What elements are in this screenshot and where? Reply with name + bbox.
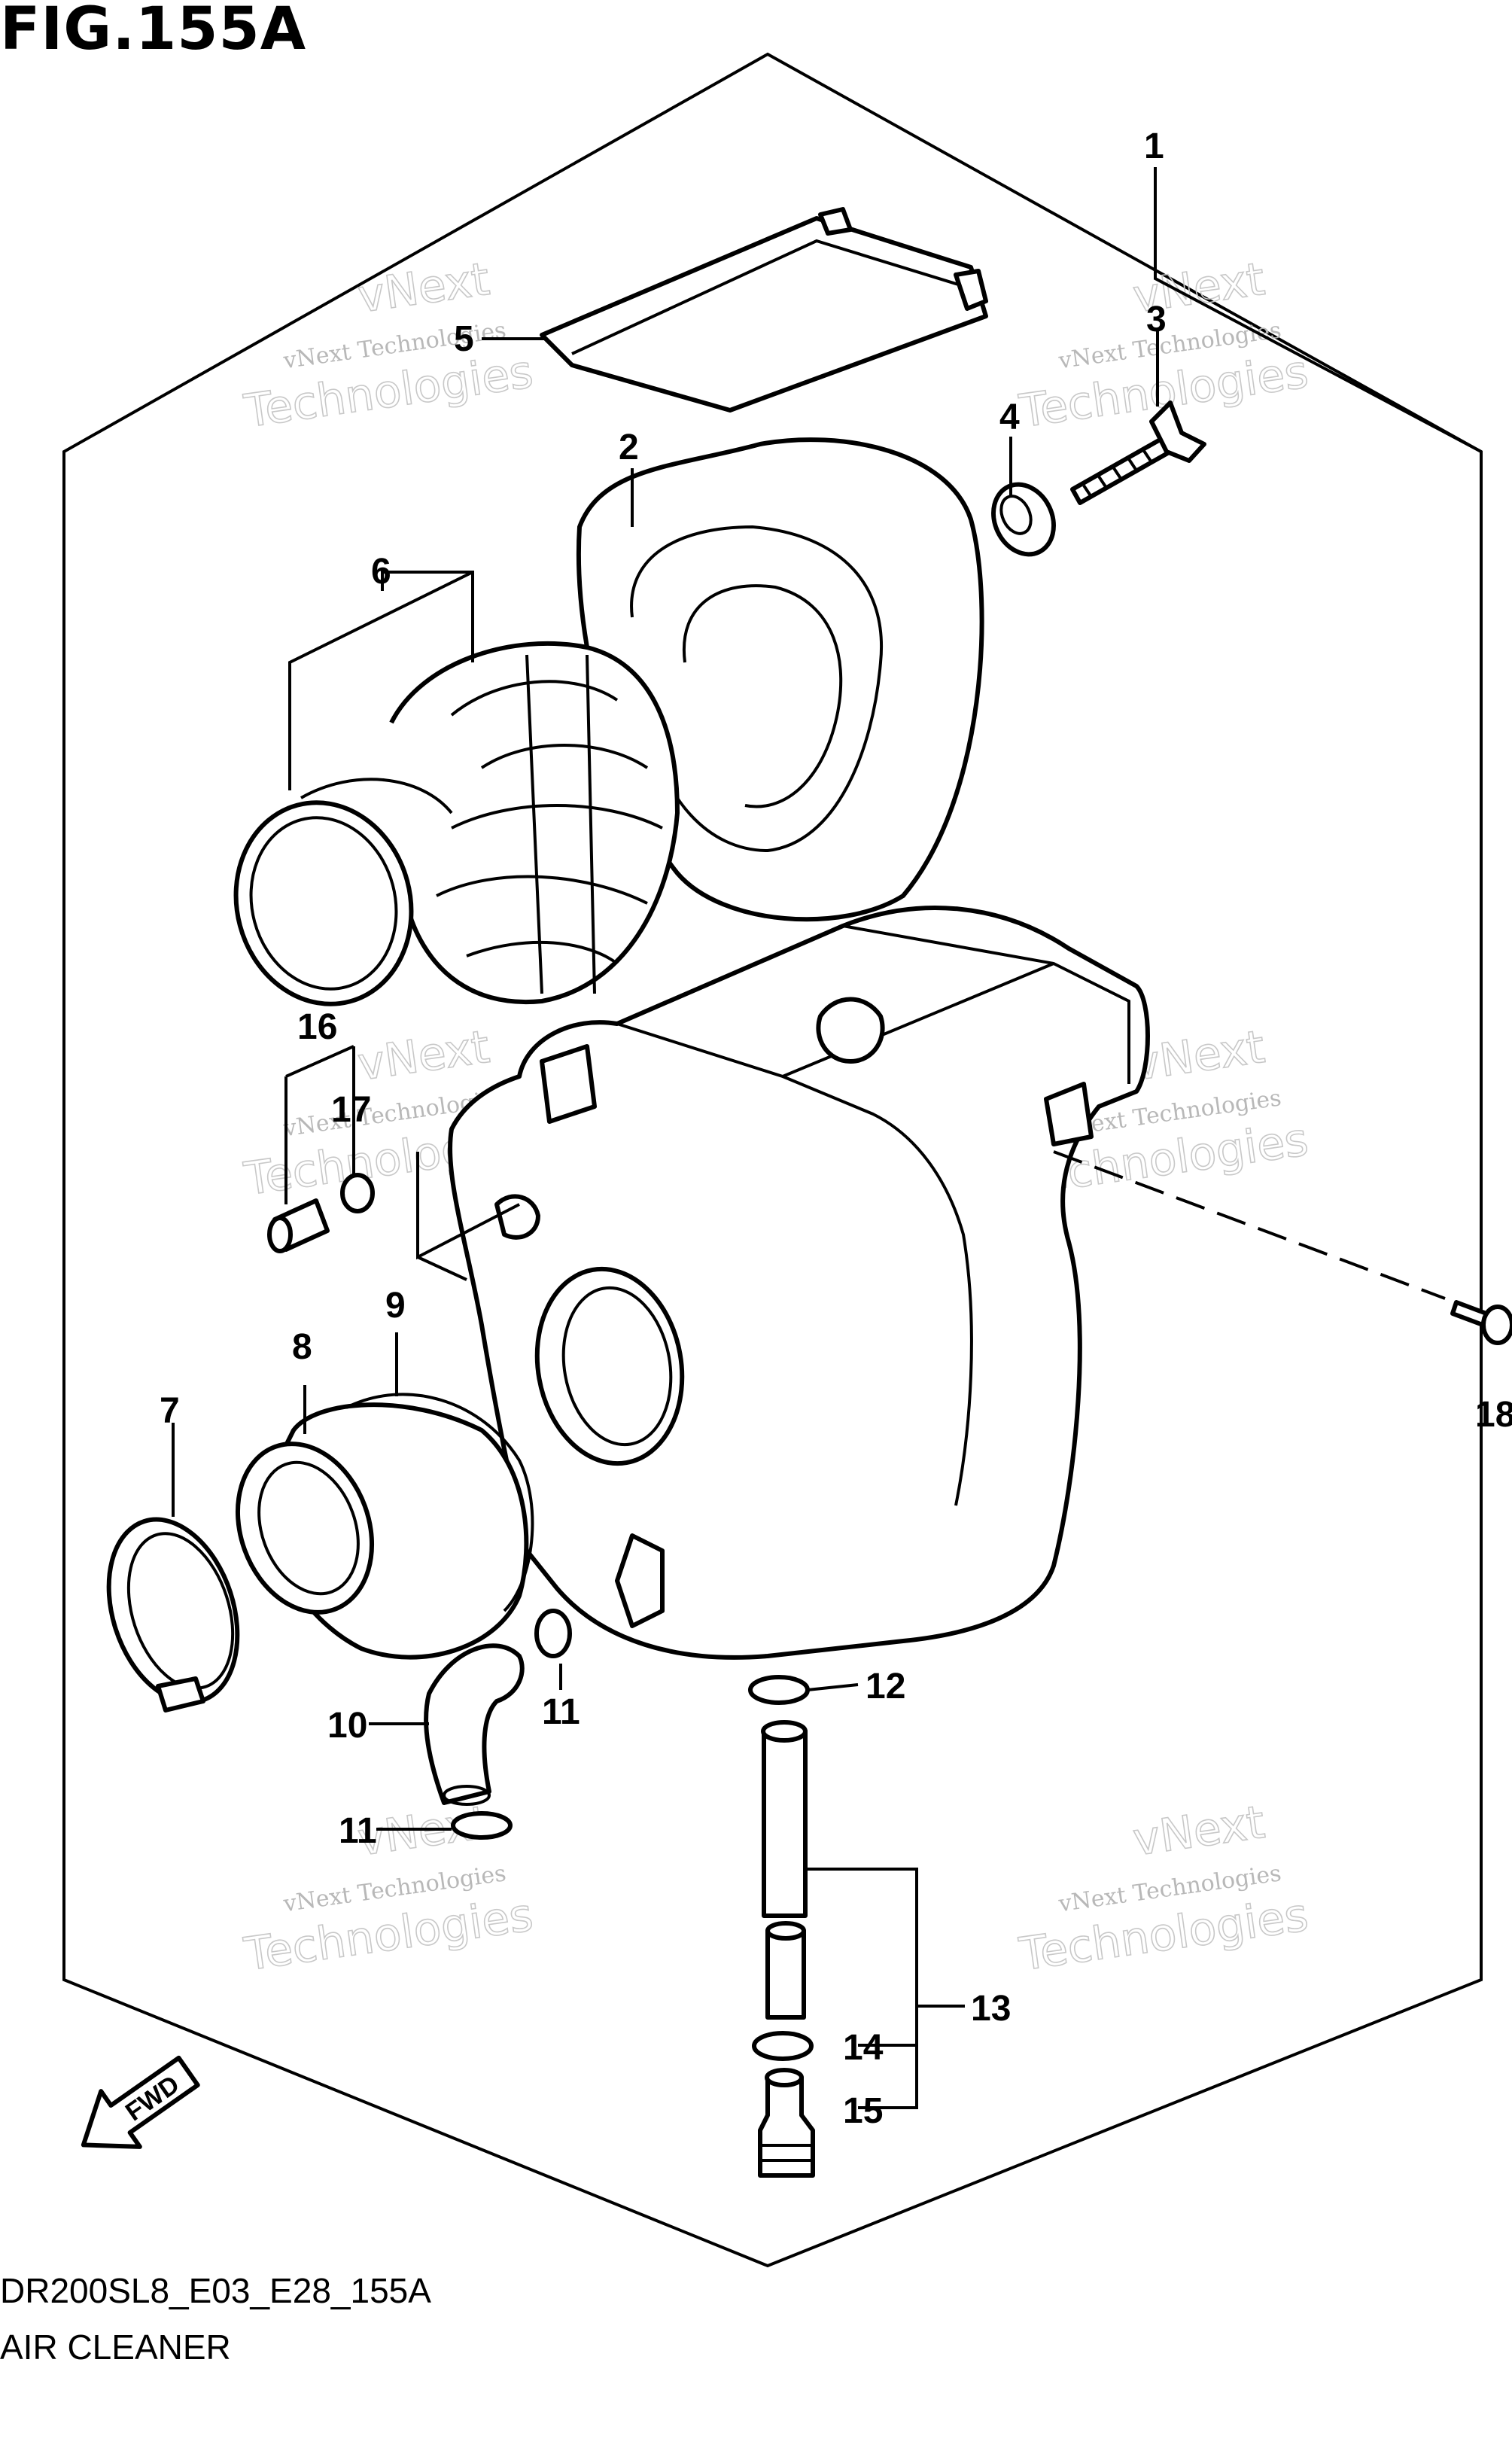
callout-9: 9 (385, 1286, 406, 1326)
svg-text:vNext: vNext (1130, 1796, 1267, 1867)
fwd-arrow: FWD (81, 2055, 200, 2149)
fig-title: FIG.155A (0, 0, 307, 63)
callout-14: 14 (843, 2028, 884, 2068)
inlet-boot-part-8 (235, 1402, 529, 1660)
callout-11a: 11 (542, 1692, 580, 1732)
svg-text:vNext: vNext (354, 253, 492, 324)
callout-6: 6 (371, 552, 391, 592)
callout-11b: 11 (339, 1811, 377, 1851)
o-ring-part-9 (345, 1393, 534, 1612)
screw-part-3 (1070, 400, 1206, 505)
clip-part-11a (534, 1609, 572, 1658)
callout-4: 4 (999, 397, 1020, 437)
figure-code: DR200SL8_E03_E28_155A (0, 2271, 431, 2310)
watermark: vNext vNext Technologies Technologies (240, 252, 537, 439)
callout-16: 16 (297, 1007, 337, 1047)
callout-10: 10 (327, 1706, 367, 1746)
drain-tube-part-13 (761, 1720, 808, 2020)
clip-part-14 (752, 2031, 814, 2061)
leader-lines (172, 167, 1482, 2109)
callout-1: 1 (1144, 126, 1164, 166)
clamp-part-7 (106, 1517, 240, 1713)
callout-labels: 1 2 3 4 5 6 7 8 9 10 11 11 12 13 14 15 1… (160, 126, 1512, 2131)
clip-part-11b (451, 1811, 513, 1840)
callout-2: 2 (619, 428, 639, 467)
callout-8: 8 (292, 1327, 312, 1367)
figure-name: AIR CLEANER (0, 2328, 231, 2367)
watermark: vNext vNext Technologies Technologies (1015, 1795, 1312, 1982)
callout-15: 15 (843, 2091, 883, 2131)
air-box-housing (448, 906, 1150, 1660)
svg-text:vNext: vNext (1130, 1021, 1267, 1091)
svg-text:vNext: vNext (354, 1021, 492, 1091)
hose-part-10 (424, 1643, 525, 1806)
callout-13: 13 (971, 1989, 1011, 2029)
callout-18: 18 (1475, 1395, 1512, 1435)
drain-plug-part-15 (758, 2068, 815, 2178)
grommet-part-16 (267, 1198, 330, 1253)
callout-17: 17 (331, 1090, 371, 1130)
callout-5: 5 (454, 319, 474, 359)
bolt-part-18 (1450, 1300, 1512, 1345)
callout-7: 7 (160, 1391, 180, 1431)
cover-plate-part-5 (540, 207, 988, 413)
washer-part-4 (991, 482, 1056, 557)
callout-3: 3 (1146, 300, 1167, 339)
filter-cage-part-6 (233, 641, 680, 1006)
clip-part-12 (748, 1675, 810, 1705)
callout-12: 12 (866, 1667, 905, 1706)
collar-part-17 (340, 1173, 375, 1213)
